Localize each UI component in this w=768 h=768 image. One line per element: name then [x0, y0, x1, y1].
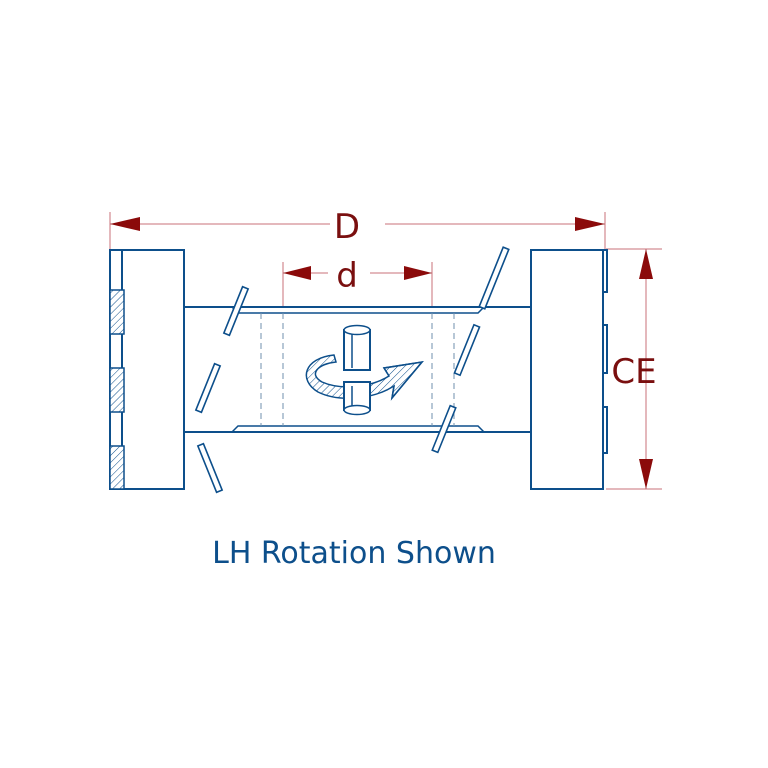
fin-left-middle [194, 362, 222, 414]
dimension-d: d [282, 256, 433, 308]
dimension-D: D [109, 207, 606, 250]
dimension-CE: CE [606, 248, 662, 490]
label-CE: CE [611, 352, 656, 392]
fin-right-top [478, 246, 510, 310]
left-flange-hatch-top [109, 289, 125, 335]
right-flange [530, 249, 608, 490]
left-flange [109, 249, 185, 490]
fin-left-top [222, 285, 250, 337]
fin-right-middle [453, 323, 481, 377]
fin-left-bottom [196, 442, 224, 494]
left-flange-hatch-bottom [109, 445, 125, 490]
ball-fins [194, 246, 510, 494]
label-d: d [336, 256, 358, 296]
label-D: D [334, 207, 360, 247]
fin-right-bottom [431, 404, 457, 454]
caption-lh-rotation: LH Rotation Shown [212, 536, 496, 571]
left-flange-hatch-middle [109, 367, 125, 413]
curved-arrow-around-shaft-icon [305, 324, 424, 416]
